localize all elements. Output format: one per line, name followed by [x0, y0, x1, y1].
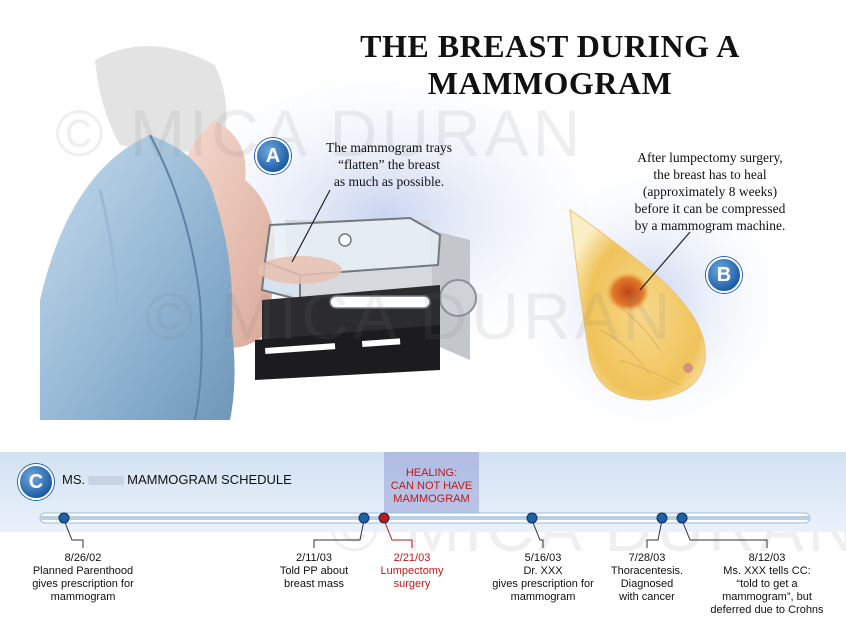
badge-c: C: [18, 464, 54, 500]
healing-line: MAMMOGRAM: [393, 493, 470, 505]
event-description: Told PP about: [279, 565, 349, 577]
schedule-title: MS. MAMMOGRAM SCHEDULE: [62, 472, 292, 487]
note-line: by a mammogram machine.: [634, 218, 786, 233]
event-description: Diagnosed: [620, 578, 674, 590]
compressed-breast: [258, 256, 342, 284]
event-date: 7/28/03: [628, 552, 666, 564]
event-description: Thoracentesis.: [610, 565, 684, 577]
event-dot: [526, 512, 538, 524]
badge-b: B: [706, 257, 742, 293]
event-description: gives prescription for: [492, 578, 594, 590]
note-a: The mammogram trays “flatten” the breast…: [296, 139, 482, 190]
event-description: mammogram”, but: [722, 591, 812, 603]
note-line: as much as possible.: [333, 174, 445, 189]
page-title: THE BREAST DURING A MAMMOGRAM: [300, 28, 800, 102]
event-leader: [646, 519, 663, 548]
event-date: 5/16/03: [524, 552, 562, 564]
redacted-name: [88, 476, 125, 486]
schedule-suffix: MAMMOGRAM SCHEDULE: [127, 472, 292, 487]
leader-line-a: [291, 189, 331, 263]
note-line: The mammogram trays: [326, 140, 452, 155]
detector-slot: [362, 338, 401, 347]
leader-line-b: [639, 231, 691, 291]
event-dot: [378, 512, 390, 524]
event-description: surgery: [393, 578, 431, 590]
event-description: Ms. XXX tells CC:: [723, 565, 811, 577]
event-description: gives prescription for: [32, 578, 134, 590]
note-line: “flatten” the breast: [338, 157, 440, 172]
tray-handle: [329, 295, 431, 309]
event-description: “told to get a: [736, 578, 798, 590]
event-leader: [531, 519, 544, 548]
healing-period-box: [384, 452, 479, 516]
event-dot: [58, 512, 70, 524]
title-line: THE BREAST DURING A: [360, 28, 740, 64]
event-date: 8/12/03: [748, 552, 786, 564]
event-description: deferred due to Crohns: [710, 604, 824, 616]
note-line: before it can be compressed: [634, 201, 786, 216]
event-leader: [63, 519, 84, 548]
event-description: Dr. XXX: [523, 565, 563, 577]
event-description: Planned Parenthood: [32, 565, 134, 577]
nipple: [683, 363, 693, 373]
event-description: mammogram: [510, 591, 576, 603]
gown-fold: [149, 134, 203, 421]
event-date: 8/26/02: [64, 552, 102, 564]
tray-hole: [338, 233, 352, 247]
event-description: breast mass: [284, 578, 344, 590]
healing-line: CAN NOT HAVE: [390, 480, 473, 492]
note-line: the breast has to heal: [653, 167, 767, 182]
healing-line: HEALING:: [405, 467, 458, 479]
schedule-prefix: MS.: [62, 472, 86, 487]
timeline-bar-core: [40, 516, 810, 520]
note-b: After lumpectomy surgery, the breast has…: [600, 149, 820, 234]
patient-gown: [40, 135, 235, 420]
event-leader: [313, 519, 365, 548]
event-description: mammogram: [50, 591, 116, 603]
badge-a: A: [255, 138, 291, 174]
event-date: 2/21/03: [393, 552, 431, 564]
event-leader: [681, 519, 768, 548]
event-dot: [676, 512, 688, 524]
title-line: MAMMOGRAM: [427, 65, 673, 101]
event-dot: [656, 512, 668, 524]
hair: [95, 46, 227, 152]
event-description: with cancer: [619, 591, 675, 603]
healing-label: HEALING: CAN NOT HAVE MAMMOGRAM: [384, 467, 479, 506]
event-description: Lumpectomy: [380, 565, 444, 577]
event-date: 2/11/03: [296, 552, 332, 564]
event-dot: [358, 512, 370, 524]
note-line: (approximately 8 weeks): [642, 184, 778, 199]
gown-fold: [98, 189, 120, 341]
event-leader: [383, 519, 413, 548]
detector: [255, 325, 440, 380]
lumpectomy-site: [606, 272, 650, 312]
note-line: After lumpectomy surgery,: [637, 150, 783, 165]
detector-slot: [264, 343, 336, 354]
